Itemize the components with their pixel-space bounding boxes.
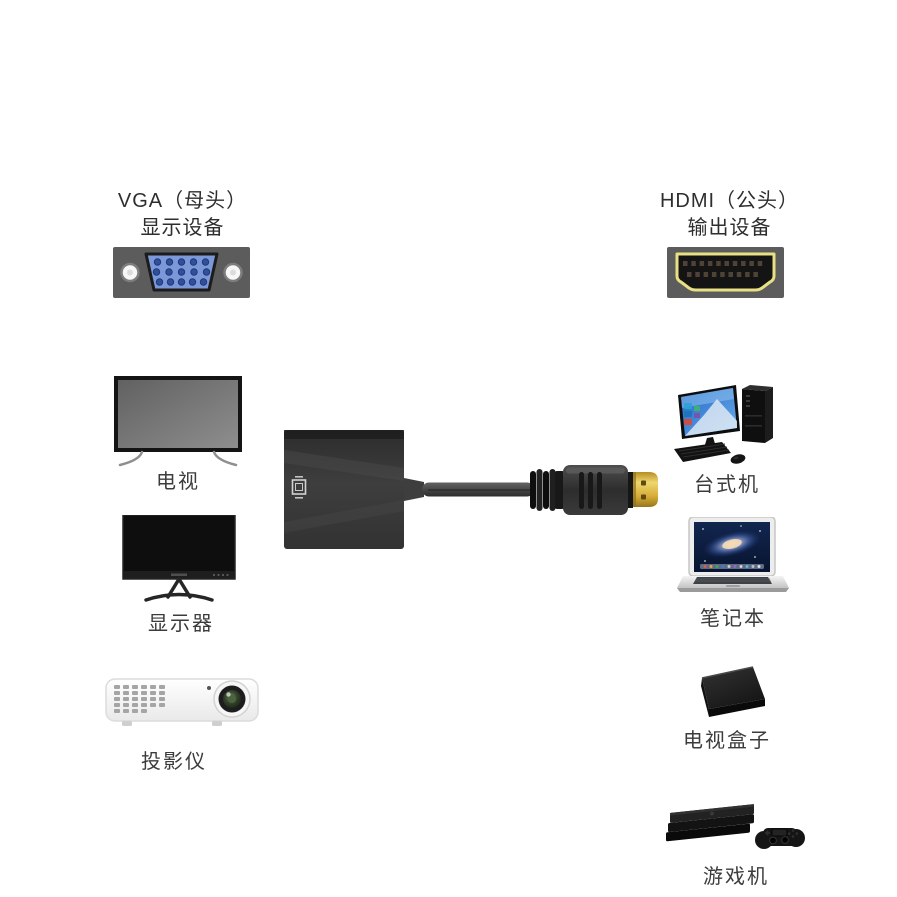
vga-title-line2: 显示设备 [140, 217, 225, 239]
game-console-label: 游戏机 [703, 866, 769, 888]
projector-label: 投影仪 [141, 751, 207, 773]
hdmi-section-header: HDMI（公头） 输出设备 [622, 188, 837, 242]
monitor-icon [119, 515, 239, 607]
projector-icon [104, 671, 262, 733]
desktop-computer-icon [670, 381, 788, 467]
hdmi-to-vga-adapter-icon [278, 424, 680, 554]
vga-title-line1: VGA（母头） [117, 190, 248, 212]
tv-box-icon [689, 662, 769, 724]
hdmi-title-line1: HDMI（公头） [659, 190, 800, 212]
tv-icon [114, 376, 242, 468]
vga-section-header: VGA（母头） 显示设备 [75, 188, 290, 242]
printed-display-icon [291, 476, 307, 499]
desktop-label: 台式机 [694, 474, 760, 496]
laptop-icon [675, 517, 791, 599]
vga-female-connector-icon [113, 247, 250, 298]
hdmi-title-line2: 输出设备 [687, 217, 772, 239]
hdmi-male-connector-icon [667, 247, 784, 298]
monitor-label: 显示器 [148, 613, 214, 635]
game-console-icon [660, 794, 810, 858]
laptop-label: 笔记本 [700, 608, 766, 630]
tv-box-label: 电视盒子 [683, 730, 771, 752]
tv-label: 电视 [156, 471, 200, 493]
